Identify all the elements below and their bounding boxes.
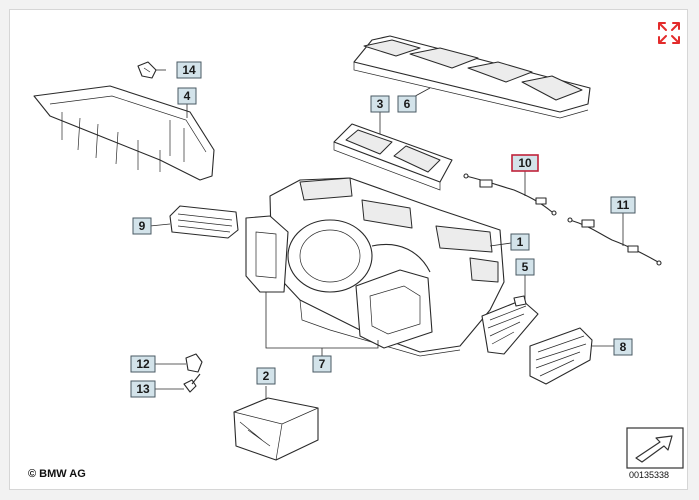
part-heater-housing xyxy=(269,177,505,357)
callout-8[interactable]: 8 xyxy=(613,338,633,356)
callout-11[interactable]: 11 xyxy=(610,196,636,214)
callout-4[interactable]: 4 xyxy=(177,87,197,105)
callout-3[interactable]: 3 xyxy=(370,95,390,113)
part-gasket-frame xyxy=(353,35,591,119)
diagram-id-label: 00135338 xyxy=(629,470,670,480)
callout-label: 4 xyxy=(184,89,191,103)
callout-13[interactable]: 13 xyxy=(130,380,156,398)
callout-14[interactable]: 14 xyxy=(176,61,202,79)
part-screw-13 xyxy=(183,373,201,393)
part-side-flap-right xyxy=(355,269,433,349)
callout-label: 6 xyxy=(404,97,411,111)
part-filter-housing xyxy=(333,123,453,191)
part-grille-left xyxy=(169,205,239,239)
leader-lines xyxy=(149,69,624,400)
callout-label: 5 xyxy=(522,260,529,274)
part-cable-10 xyxy=(463,173,557,216)
callout-label: 1 xyxy=(517,235,524,249)
callout-label: 10 xyxy=(518,156,532,170)
callout-label: 9 xyxy=(139,219,146,233)
copyright-label: © BMW AG xyxy=(28,468,86,480)
callout-9[interactable]: 9 xyxy=(132,217,152,235)
callout-label: 8 xyxy=(620,340,627,354)
callout-1[interactable]: 1 xyxy=(510,233,530,251)
callout-label: 7 xyxy=(319,357,326,371)
part-clip-12 xyxy=(185,353,203,373)
part-foam-block xyxy=(233,397,319,461)
callout-2[interactable]: 2 xyxy=(256,367,276,385)
callout-label: 14 xyxy=(182,63,196,77)
callout-label: 12 xyxy=(136,357,150,371)
part-grille-right xyxy=(529,327,593,385)
callout-label: 11 xyxy=(617,198,630,212)
callout-10[interactable]: 10 xyxy=(511,154,539,172)
part-clip-small xyxy=(137,61,157,79)
part-side-flap-left xyxy=(245,215,289,293)
part-cable-11 xyxy=(567,217,662,266)
next-page-arrow-icon[interactable] xyxy=(626,427,684,469)
callout-label: 2 xyxy=(263,369,270,383)
callout-label: 3 xyxy=(377,97,384,111)
expand-arrows-icon[interactable] xyxy=(656,20,682,46)
callout-5[interactable]: 5 xyxy=(515,258,535,276)
callout-12[interactable]: 12 xyxy=(130,355,156,373)
part-mesh-filter xyxy=(481,295,539,355)
callout-7[interactable]: 7 xyxy=(312,355,332,373)
callout-label: 13 xyxy=(136,382,150,396)
callout-6[interactable]: 6 xyxy=(397,95,417,113)
part-air-duct xyxy=(33,85,215,181)
